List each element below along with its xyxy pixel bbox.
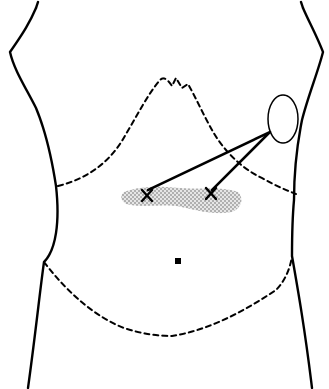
torso-right-outline xyxy=(292,8,323,388)
lower-abdomen-outline xyxy=(44,256,292,336)
umbilicus-dot xyxy=(175,258,181,264)
target-ellipse xyxy=(268,95,298,143)
right-arm-stub xyxy=(301,2,303,8)
left-arm-stub xyxy=(36,2,38,8)
port-line-right xyxy=(212,132,270,190)
torso-left-outline xyxy=(10,8,58,388)
port-line-left xyxy=(148,132,270,190)
shaded-band xyxy=(121,187,241,213)
